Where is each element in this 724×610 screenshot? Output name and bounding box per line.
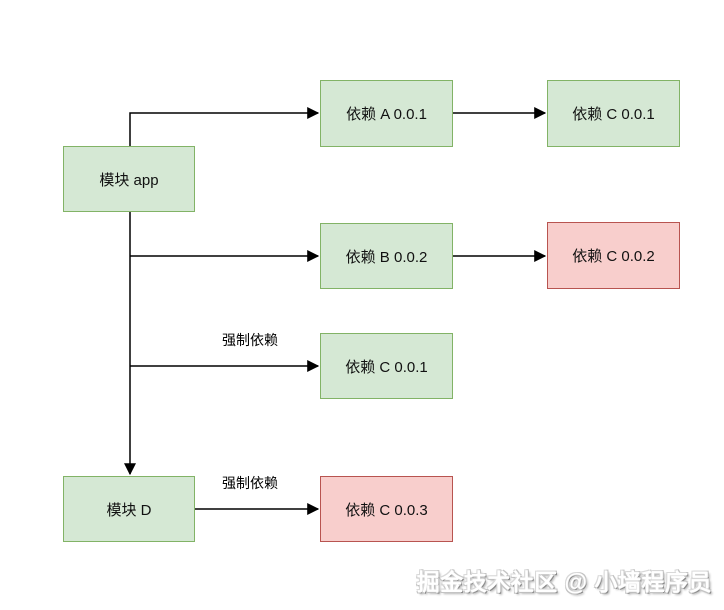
node-dep-a-001-label: 依赖 A 0.0.1 (346, 106, 427, 123)
node-dep-b-002: 依赖 B 0.0.2 (320, 223, 453, 289)
node-dep-c-002: 依赖 C 0.0.2 (547, 222, 680, 289)
node-module-app: 模块 app (63, 146, 195, 212)
node-dep-c-003-label: 依赖 C 0.0.3 (345, 501, 428, 519)
node-dep-b-002-label: 依赖 B 0.0.2 (345, 248, 428, 266)
edge-app-to-dep-a (129, 107, 320, 146)
edge-label-forced-dependency-d: 强制依赖 (222, 475, 278, 491)
node-dep-c-001-top: 依赖 C 0.0.1 (547, 80, 680, 147)
node-module-d: 模块 D (63, 476, 195, 542)
node-module-d-label: 模块 D (106, 501, 152, 519)
node-dep-c-001-mid-label: 依赖 C 0.0.1 (345, 358, 428, 376)
node-dep-c-002-label: 依赖 C 0.0.2 (572, 248, 655, 265)
node-dep-c-001-top-label: 依赖 C 0.0.1 (572, 106, 655, 123)
node-dep-c-003: 依赖 C 0.0.3 (320, 476, 453, 542)
node-dep-c-001-mid: 依赖 C 0.0.1 (320, 333, 453, 399)
edge-label-forced-dependency-app: 强制依赖 (222, 332, 278, 348)
node-module-app-label: 模块 app (99, 171, 159, 189)
watermark: 掘金技术社区 @ 小墙程序员 (416, 569, 712, 595)
node-dep-a-001: 依赖 A 0.0.1 (320, 80, 453, 147)
